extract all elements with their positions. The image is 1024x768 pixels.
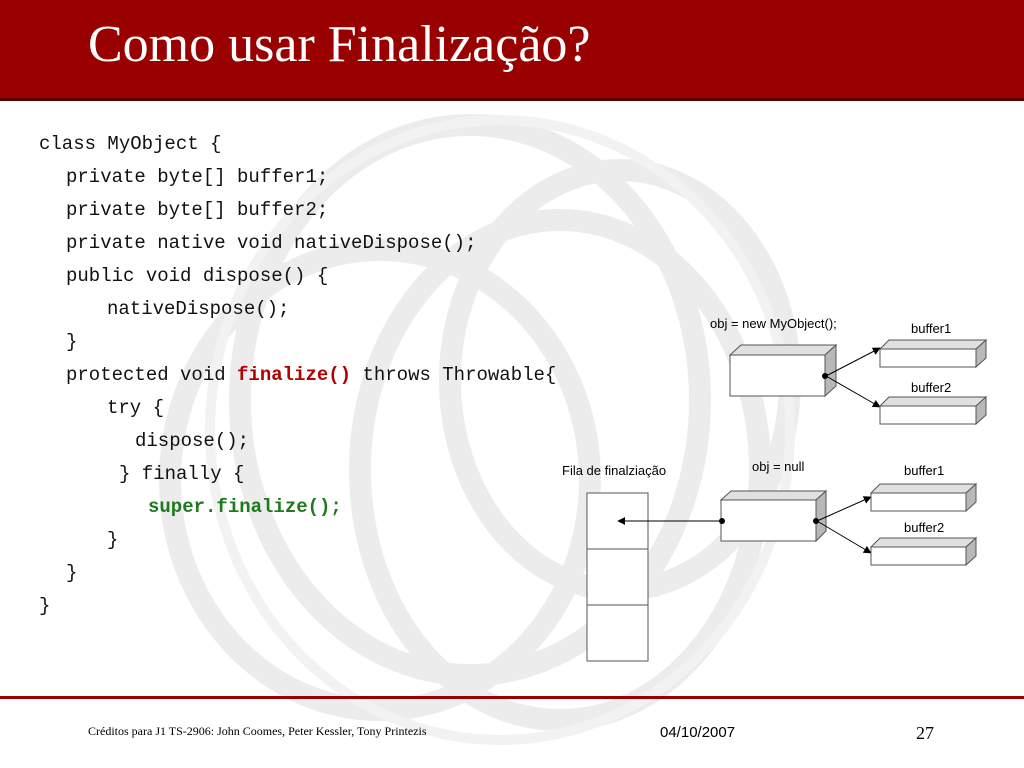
code-text: throws Throwable{: [351, 364, 557, 386]
code-line-finalize: protected void finalize() throws Throwab…: [66, 359, 556, 392]
code-line: private native void nativeDispose();: [66, 232, 477, 254]
code-line: nativeDispose();: [107, 298, 290, 320]
buffer1-label-bottom: buffer1: [904, 463, 945, 478]
code-line: private byte[] buffer1;: [66, 166, 329, 188]
buffer1-box-top: [878, 338, 988, 369]
code-line: }: [39, 595, 51, 617]
ref-arrow: [825, 375, 881, 408]
buffer1-label-top: buffer1: [911, 321, 952, 336]
code-line-super-finalize: super.finalize();: [148, 491, 342, 524]
code-line: class MyObject {: [39, 133, 222, 155]
ref-arrow: [816, 496, 872, 522]
queue-label: Fila de finalziação: [562, 463, 667, 478]
code-line: }: [107, 529, 119, 551]
code-line: public void dispose() {: [66, 265, 329, 287]
null-object-box: [719, 489, 828, 543]
finalize-keyword: finalize(): [237, 364, 352, 386]
slide-title: Como usar Finalização?: [88, 16, 591, 73]
null-object-label: obj = null: [752, 459, 805, 474]
code-line: dispose();: [135, 430, 250, 452]
footer-date: 04/10/2007: [660, 724, 736, 741]
ref-arrow: [816, 520, 872, 554]
code-text: protected void: [66, 364, 238, 386]
code-line: } finally {: [119, 463, 245, 485]
code-line: try {: [107, 397, 165, 419]
title-rule: [0, 98, 1024, 101]
code-line: }: [66, 331, 78, 353]
live-object-label: obj = new MyObject();: [710, 316, 837, 331]
super-finalize-keyword: super.finalize();: [148, 496, 342, 518]
queue-ref-dot: [719, 518, 725, 524]
finalization-queue: [586, 492, 649, 662]
ref-dot: [822, 373, 828, 379]
buffer2-box-top: [878, 395, 988, 426]
buffer1-box-bottom: [869, 482, 978, 513]
code-line: }: [66, 562, 78, 584]
buffer2-label-top: buffer2: [911, 380, 952, 395]
live-object-box: [728, 343, 838, 398]
ref-arrow: [825, 347, 881, 377]
page-number: 27: [916, 723, 934, 743]
buffer2-box-bottom: [869, 536, 978, 567]
code-line: private byte[] buffer2;: [66, 199, 329, 221]
ref-dot: [813, 518, 819, 524]
title-bar: Como usar Finalização?: [0, 0, 1024, 101]
buffer2-label-bottom: buffer2: [904, 520, 945, 535]
footer-rule: [0, 696, 1024, 699]
footer-credits: Créditos para J1 TS-2906: John Coomes, P…: [88, 724, 427, 738]
